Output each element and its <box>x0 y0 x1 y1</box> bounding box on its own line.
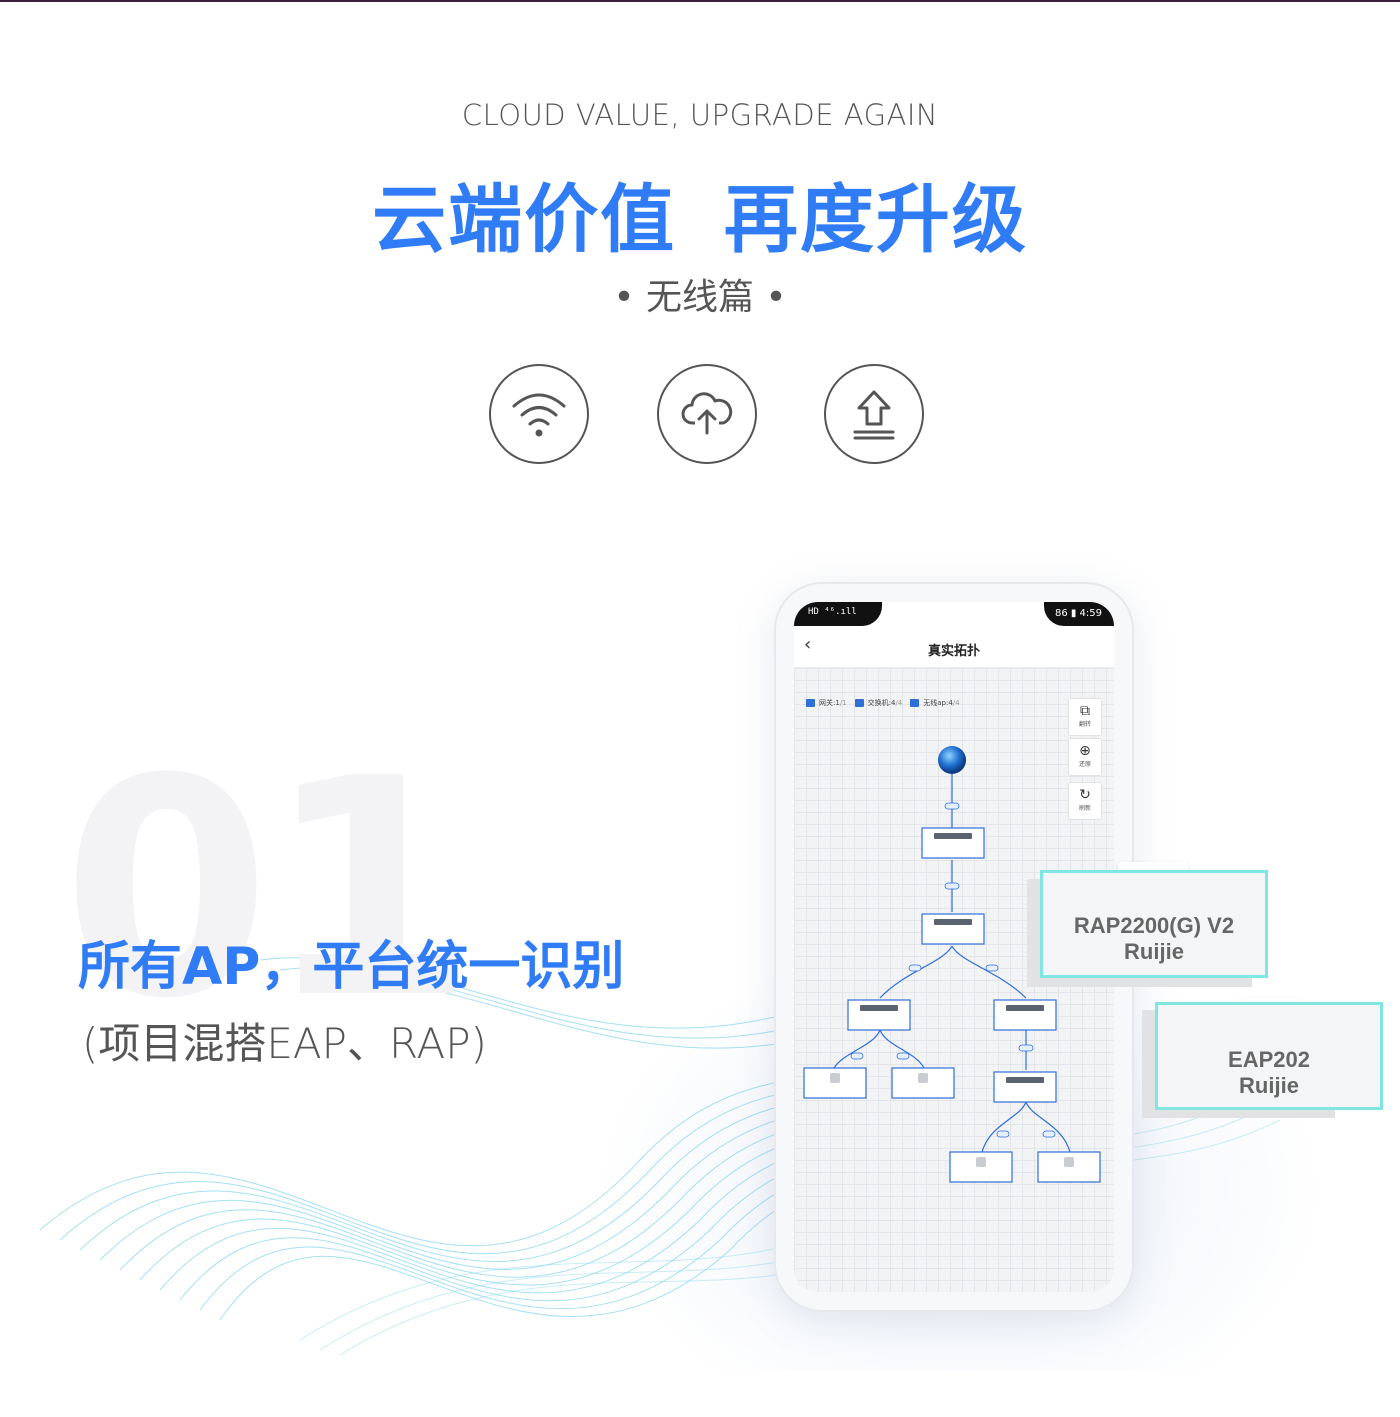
locate-icon: ⊕ <box>1079 743 1091 759</box>
clock: 86 ▮ 4:59 <box>1054 608 1102 619</box>
topology-legend: 网关:1/1 交换机:4/4 无线ap:4/4 <box>806 698 960 708</box>
back-button[interactable]: ‹ <box>804 634 812 655</box>
section-number: 01 <box>62 715 473 1064</box>
legend-ap: 无线ap:4/4 <box>910 698 960 708</box>
internet-globe-icon <box>938 746 966 774</box>
legend-switch: 交换机:4/4 <box>854 698 902 708</box>
status-bar: HD ⁴⁶.ıll 86 ▮ 4:59 <box>794 602 1114 628</box>
top-divider <box>0 0 1400 2</box>
wifi-icon <box>512 393 566 437</box>
screen-title: 真实拓扑 <box>927 644 980 659</box>
flip-button[interactable]: ⧉翻转 <box>1068 698 1102 736</box>
refresh-button[interactable]: ↻刷新 <box>1068 782 1102 820</box>
callout-eap202: EAP202 Ruijie <box>1155 1002 1383 1110</box>
app-bar: ‹ 真实拓扑 <box>794 628 1114 668</box>
section-subtitle: • 无线篇 • <box>613 277 787 318</box>
wifi-icon-badge <box>489 364 589 464</box>
signal-icon: HD ⁴⁶.ıll <box>808 607 857 617</box>
feature-subtitle: (项目混搭EAP、RAP) <box>82 1019 487 1068</box>
cloud-upload-icon-badge <box>657 364 757 464</box>
flip-icon: ⧉ <box>1080 703 1090 719</box>
topology-diagram <box>803 746 1101 1183</box>
restore-button[interactable]: ⊕还原 <box>1068 738 1102 776</box>
cloud-upload-icon <box>681 392 733 435</box>
upload-arrow-icon <box>853 390 895 440</box>
callout-rap2200: RAP2200(G) V2 Ruijie <box>1040 870 1268 978</box>
upload-arrow-icon-badge <box>824 364 924 464</box>
page-headline: 云端价值 再度升级 <box>372 177 1028 263</box>
eyebrow-text: CLOUD VALUE, UPGRADE AGAIN <box>461 98 939 132</box>
feature-title: 所有AP，平台统一识别 <box>78 937 625 997</box>
legend-gateway: 网关:1/1 <box>806 698 847 708</box>
refresh-icon: ↻ <box>1079 787 1091 803</box>
